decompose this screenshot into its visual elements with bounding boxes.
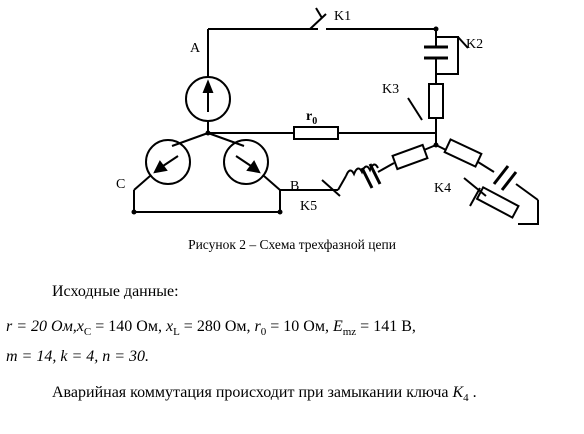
label-k3: K3 xyxy=(382,82,399,97)
wire-b-out xyxy=(263,175,281,191)
wire-load-bottom xyxy=(469,187,481,207)
parameters-line-1: r = 20 Ом,xC = 140 Ом, xL = 280 Ом, r0 =… xyxy=(6,318,416,339)
capacitor-load-r2 xyxy=(500,171,518,191)
label-c: C xyxy=(116,177,125,192)
resistor-load-left xyxy=(391,143,429,171)
node-load xyxy=(433,142,439,148)
switch-k4-blade xyxy=(463,177,487,197)
emergency-switching-note: Аварийная коммутация происходит при замы… xyxy=(52,384,477,405)
switch-k1-arrow xyxy=(315,7,323,19)
label-k4: K4 xyxy=(434,181,451,196)
parameters-line-2: m = 14, k = 4, n = 30. xyxy=(6,348,150,365)
label-k5: K5 xyxy=(300,199,317,214)
resistor-load-right xyxy=(443,138,483,168)
arrowhead-source-b xyxy=(246,160,261,174)
capacitor-load-1 xyxy=(360,167,374,189)
wire-c-out xyxy=(133,175,151,191)
figure-caption: Рисунок 2 – Схема трехфазной цепи xyxy=(188,237,396,252)
inductor-load xyxy=(345,163,379,177)
wire-n-b xyxy=(207,132,245,147)
wire-load-left-2 xyxy=(377,162,395,173)
capacitor-load-r1 xyxy=(492,165,510,185)
wire-load-right-2 xyxy=(477,161,495,173)
source-b xyxy=(223,139,269,185)
wire-n-c xyxy=(171,132,209,147)
switch-k1 xyxy=(309,13,327,30)
source-c xyxy=(145,139,191,185)
node-b xyxy=(277,209,283,215)
resistor-r0 xyxy=(293,126,339,140)
label-r0: r0 xyxy=(306,109,317,127)
switch-k5-blade xyxy=(321,179,341,197)
label-a: A xyxy=(190,41,201,56)
resistor-load-bottom xyxy=(475,185,520,219)
wire-right-return xyxy=(518,200,539,225)
node-top-right xyxy=(433,26,439,32)
node-n xyxy=(205,130,211,136)
switch-k3-blade xyxy=(407,97,423,121)
source-data-heading: Исходные данные: xyxy=(52,283,179,300)
resistor-right xyxy=(428,83,444,119)
node-c xyxy=(131,209,137,215)
label-b: B xyxy=(290,179,299,194)
wire-k5-to-load xyxy=(337,175,347,191)
switch-k2-blade xyxy=(457,36,469,49)
label-k1: K1 xyxy=(334,9,351,24)
label-k2: K2 xyxy=(466,37,483,52)
arrowhead-source-c xyxy=(153,160,168,174)
wire-load-right-3 xyxy=(515,183,539,201)
switch-k2-bypass xyxy=(436,36,459,75)
three-phase-circuit-diagram: A C B K1 K2 K3 K4 K5 r0 xyxy=(116,7,539,225)
arrowhead-source-a xyxy=(202,79,214,93)
